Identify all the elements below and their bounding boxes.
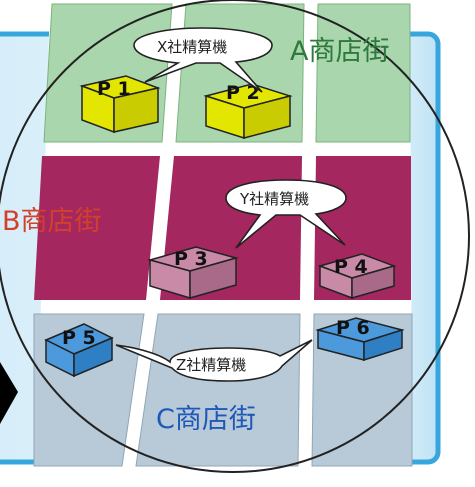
- block-c-2: [135, 313, 301, 467]
- district-b-label: B商店街: [2, 206, 102, 237]
- parking-p5: P 5: [44, 323, 114, 378]
- bubble-z: Z社精算機: [115, 339, 313, 382]
- block-a-3: [315, 3, 411, 143]
- parking-p2: P 2: [203, 82, 293, 140]
- parking-p4: P 4: [317, 253, 397, 300]
- p1-label: P 1: [97, 78, 131, 100]
- p6-label: P 6: [336, 317, 370, 339]
- parking-p3: P 3: [147, 246, 239, 300]
- block-b-1: [34, 156, 160, 300]
- bubble-x: X社精算機: [133, 27, 273, 93]
- p4-label: P 4: [334, 256, 368, 278]
- p3-label: P 3: [174, 248, 208, 270]
- p5-label: P 5: [62, 327, 96, 349]
- bubble-y-label: Y社精算機: [239, 190, 309, 208]
- parking-p6: P 6: [315, 317, 405, 362]
- area-circle: [0, 0, 470, 473]
- district-c-label: C商店街: [156, 404, 256, 435]
- bubble-x-label: X社精算機: [157, 38, 227, 56]
- parking-p1: P 1: [79, 75, 161, 134]
- bubble-z-label: Z社精算機: [176, 356, 246, 374]
- bubble-y: Y社精算機: [225, 179, 347, 249]
- district-a-label: A商店街: [290, 36, 389, 67]
- p2-label: P 2: [226, 82, 260, 104]
- arrow-shape: [0, 362, 18, 424]
